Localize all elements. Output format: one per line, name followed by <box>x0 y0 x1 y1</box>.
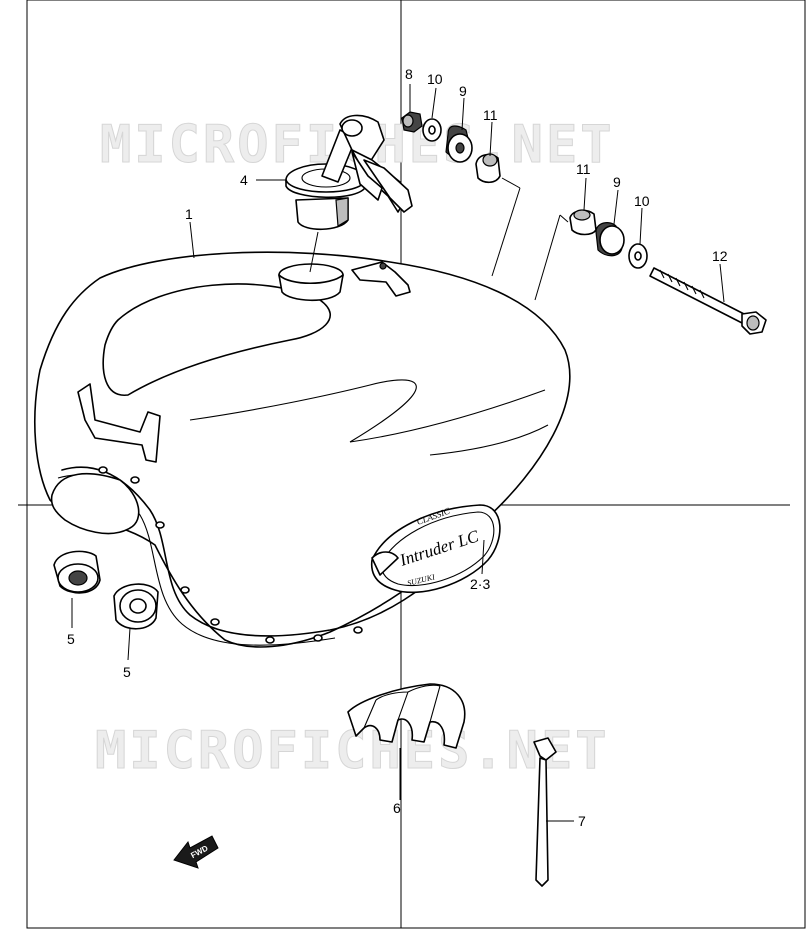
tank-emblem: CLASSIC Intruder LC SUZUKI <box>370 504 501 594</box>
diagram-frame <box>26 0 806 929</box>
cable-tie-7 <box>533 737 557 887</box>
damper-5-a <box>53 550 101 594</box>
fwd-arrow-icon: FWD <box>173 835 219 869</box>
watermark-bottom: MICROFICHES.NET <box>95 721 610 781</box>
callout-4: 4 <box>240 172 248 188</box>
tank-cushion-6 <box>347 683 466 749</box>
rear-mount-hardware-top <box>401 111 501 184</box>
callout-11-top: 11 <box>483 107 498 123</box>
callout-2-3: 2·3 <box>470 576 490 592</box>
rear-mount-hardware-bottom <box>569 209 767 335</box>
callout-11-bottom: 11 <box>576 161 591 177</box>
callout-9-bottom: 9 <box>613 174 621 190</box>
callout-8: 8 <box>405 66 413 82</box>
callout-12: 12 <box>712 248 728 264</box>
callout-6: 6 <box>393 800 401 816</box>
callout-1: 1 <box>185 206 193 222</box>
callout-10-bottom: 10 <box>634 193 650 209</box>
callout-9-top: 9 <box>459 83 467 99</box>
callout-10-top: 10 <box>427 71 443 87</box>
mounting-bracket <box>77 383 161 463</box>
damper-5-b <box>113 583 159 630</box>
callout-5-b: 5 <box>123 664 131 680</box>
callout-5-a: 5 <box>67 631 75 647</box>
seam-rivets <box>98 466 363 644</box>
fuel-cap <box>285 114 413 231</box>
bolt-12 <box>649 267 749 325</box>
callout-7: 7 <box>578 813 586 829</box>
